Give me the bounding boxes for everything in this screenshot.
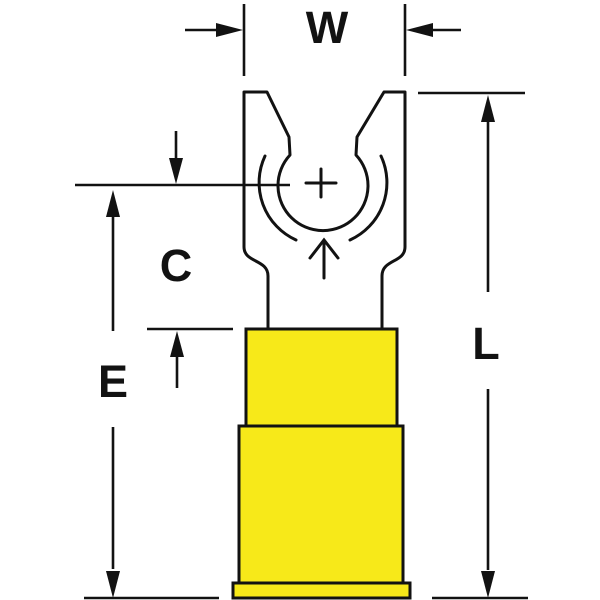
insulation-lower-barrel bbox=[237, 424, 405, 585]
c-arrow-bottom-head bbox=[170, 331, 184, 357]
w-dimension: W bbox=[185, 2, 461, 76]
w-arrow-right-head bbox=[406, 23, 433, 37]
insulation-upper-barrel bbox=[244, 327, 399, 428]
insertion-arrow-chevron bbox=[308, 237, 340, 260]
hole-center-mark bbox=[304, 167, 338, 199]
fork-terminal-outline bbox=[242, 90, 407, 331]
slot-relief-arc-right bbox=[348, 154, 389, 242]
e-arrow-top-head bbox=[106, 190, 120, 217]
dimension-label-w: W bbox=[306, 2, 349, 53]
l-dimension: L bbox=[418, 91, 528, 600]
w-arrow-left-head bbox=[216, 23, 243, 37]
c-dimension: C bbox=[147, 131, 233, 388]
insulation-barrel bbox=[231, 327, 412, 600]
l-arrow-top-head bbox=[481, 95, 495, 122]
e-arrow-bottom-head bbox=[106, 571, 120, 598]
l-arrow-bottom-head bbox=[481, 571, 495, 598]
dimension-label-c: C bbox=[160, 240, 193, 291]
insertion-direction-arrow bbox=[308, 237, 340, 280]
insulation-bottom-flange bbox=[231, 581, 412, 600]
e-dimension: E bbox=[84, 190, 219, 600]
dimension-label-l: L bbox=[472, 318, 500, 369]
dimension-label-e: E bbox=[98, 356, 128, 407]
slot-relief-arc-left bbox=[257, 154, 298, 242]
fork-terminal-body bbox=[242, 90, 407, 331]
c-arrow-top-head bbox=[169, 158, 183, 184]
